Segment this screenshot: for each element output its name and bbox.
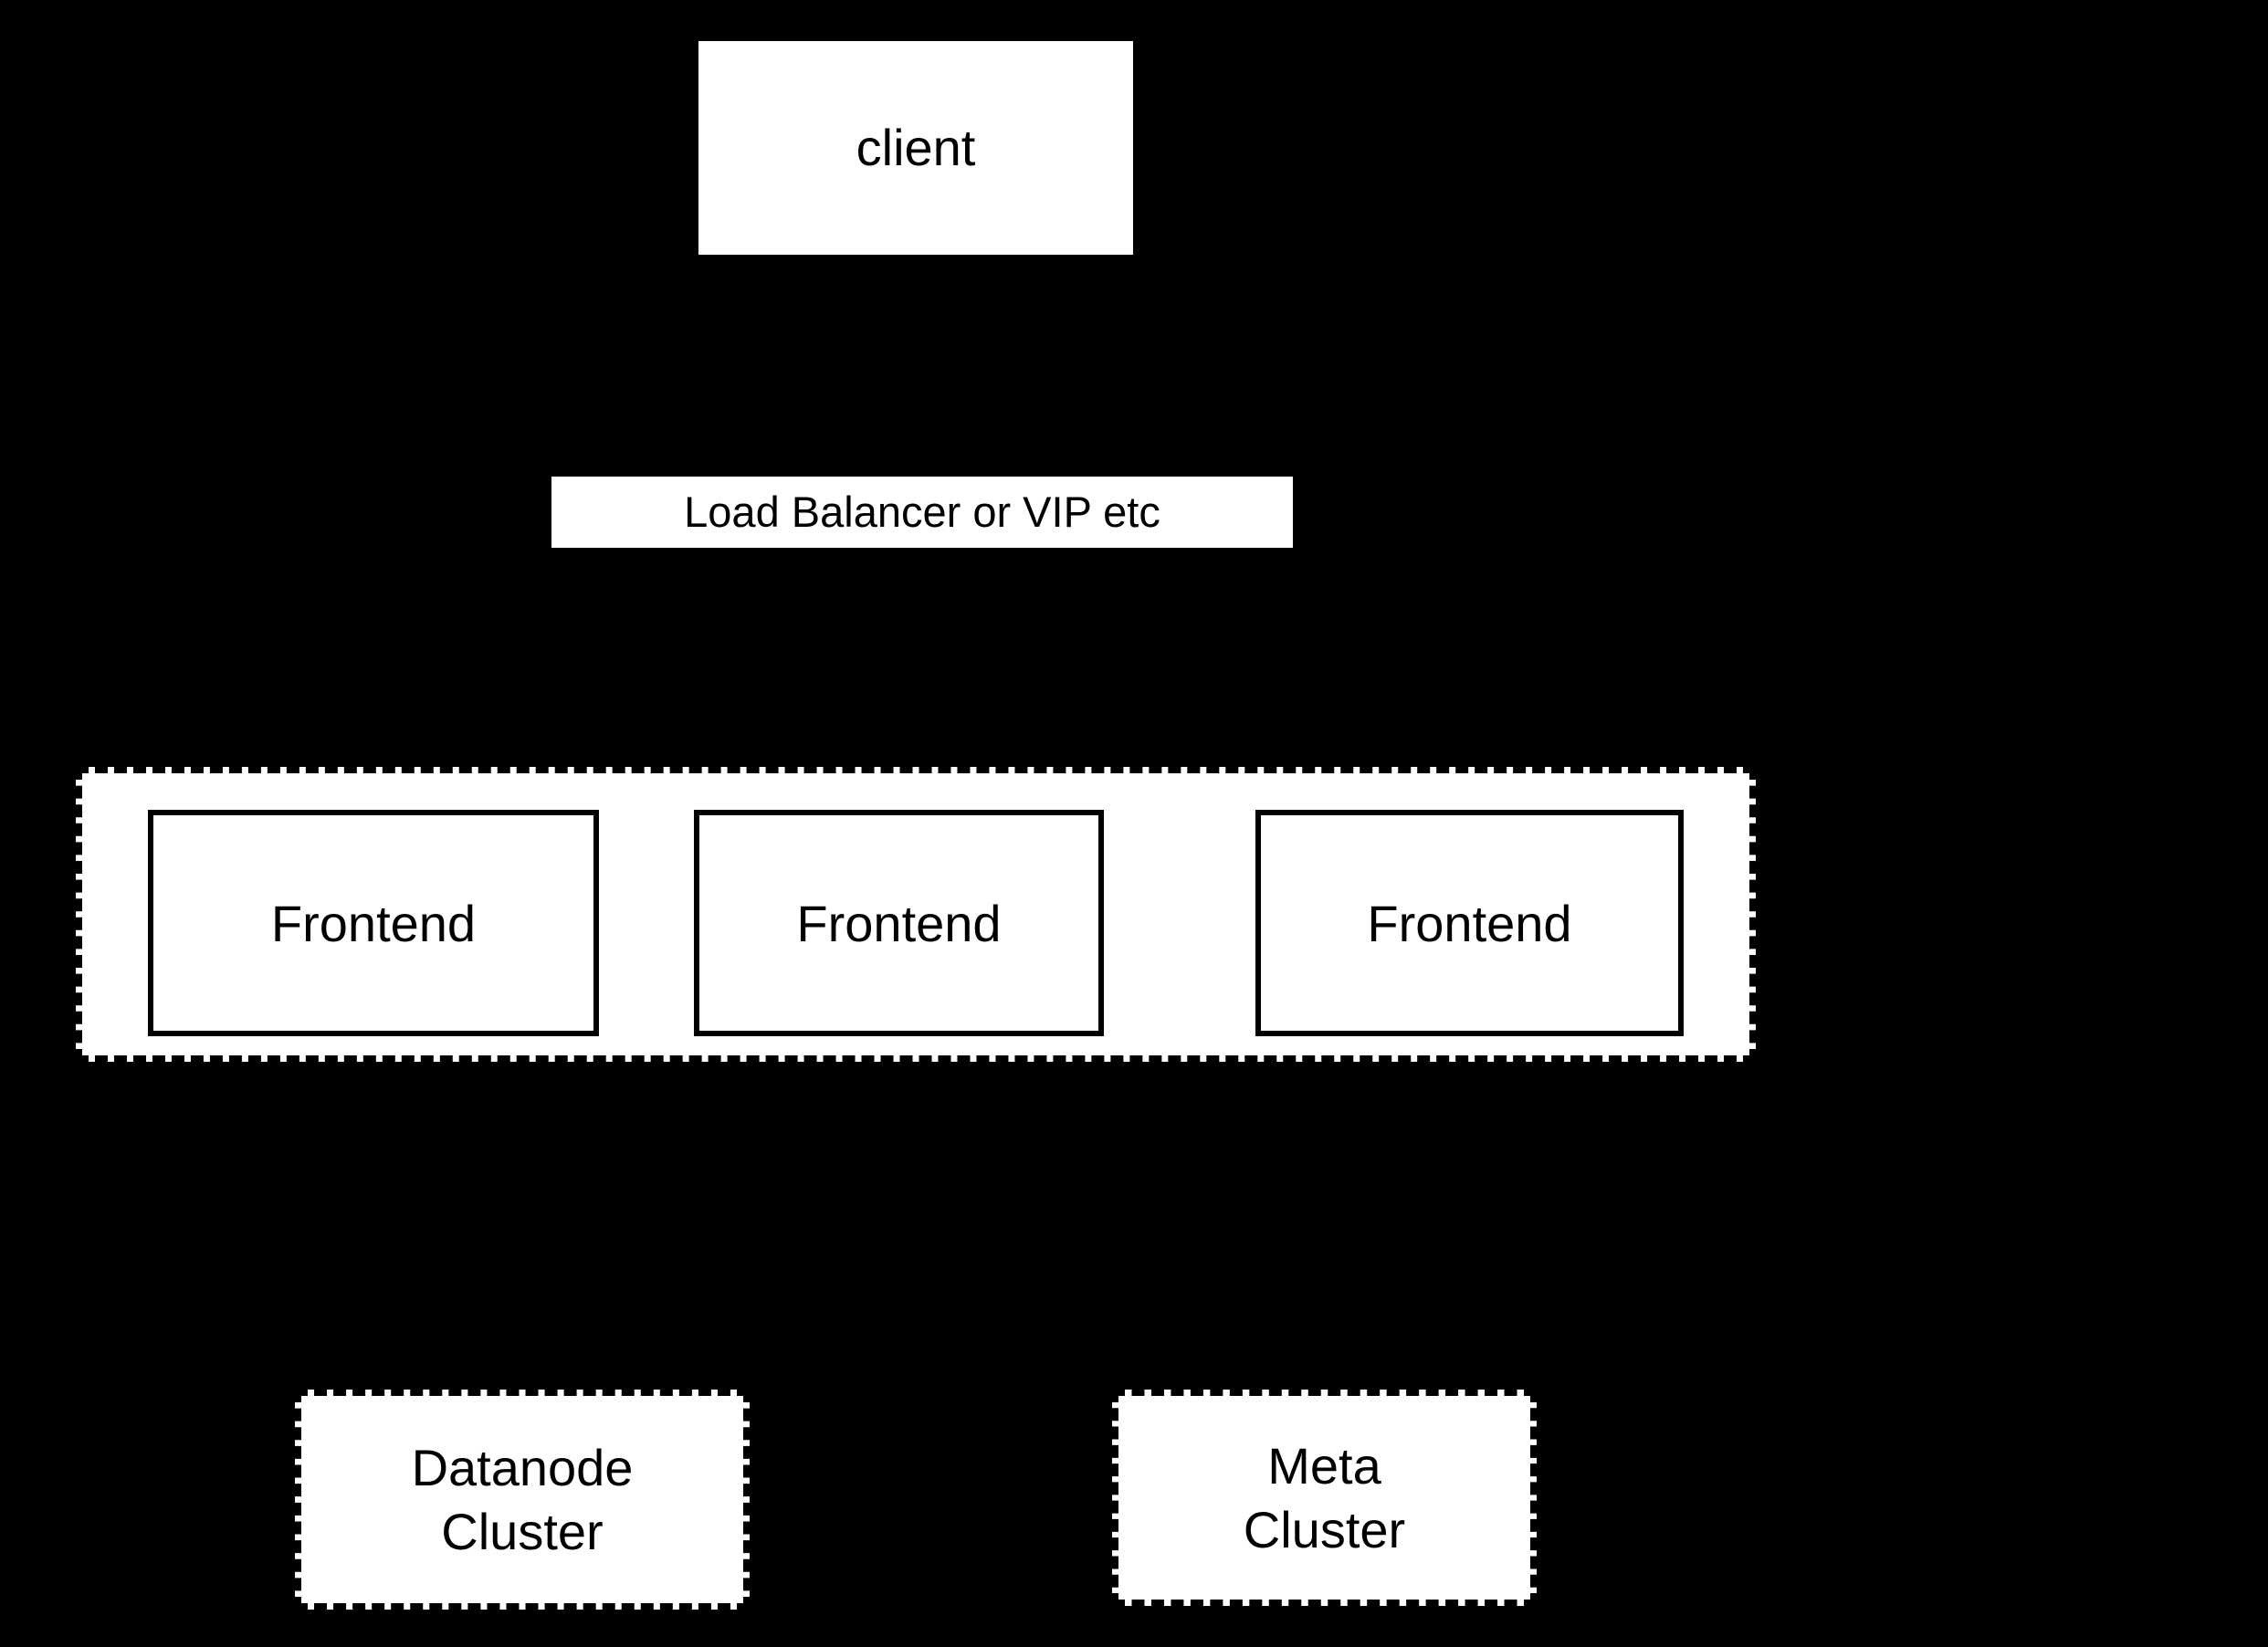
node-frontend-2-label: Frontend (796, 894, 1002, 952)
node-frontend-1[interactable]: Frontend (148, 810, 599, 1036)
node-meta-cluster-label: Meta Cluster (1243, 1436, 1406, 1558)
node-client[interactable]: client (698, 41, 1133, 255)
node-frontend-2[interactable]: Frontend (694, 810, 1104, 1036)
node-load-balancer-label: Load Balancer or VIP etc (684, 488, 1160, 537)
node-datanode-cluster-label: Datanode Cluster (411, 1438, 634, 1560)
node-datanode-cluster[interactable]: Datanode Cluster (295, 1390, 750, 1610)
node-frontend-group[interactable]: Frontend Frontend Frontend (76, 767, 1756, 1062)
node-frontend-3[interactable]: Frontend (1255, 810, 1684, 1036)
node-frontend-1-label: Frontend (270, 894, 477, 952)
node-client-label: client (856, 118, 976, 176)
node-frontend-3-label: Frontend (1367, 894, 1572, 952)
node-meta-cluster[interactable]: Meta Cluster (1112, 1390, 1537, 1606)
node-load-balancer[interactable]: Load Balancer or VIP etc (551, 477, 1293, 548)
